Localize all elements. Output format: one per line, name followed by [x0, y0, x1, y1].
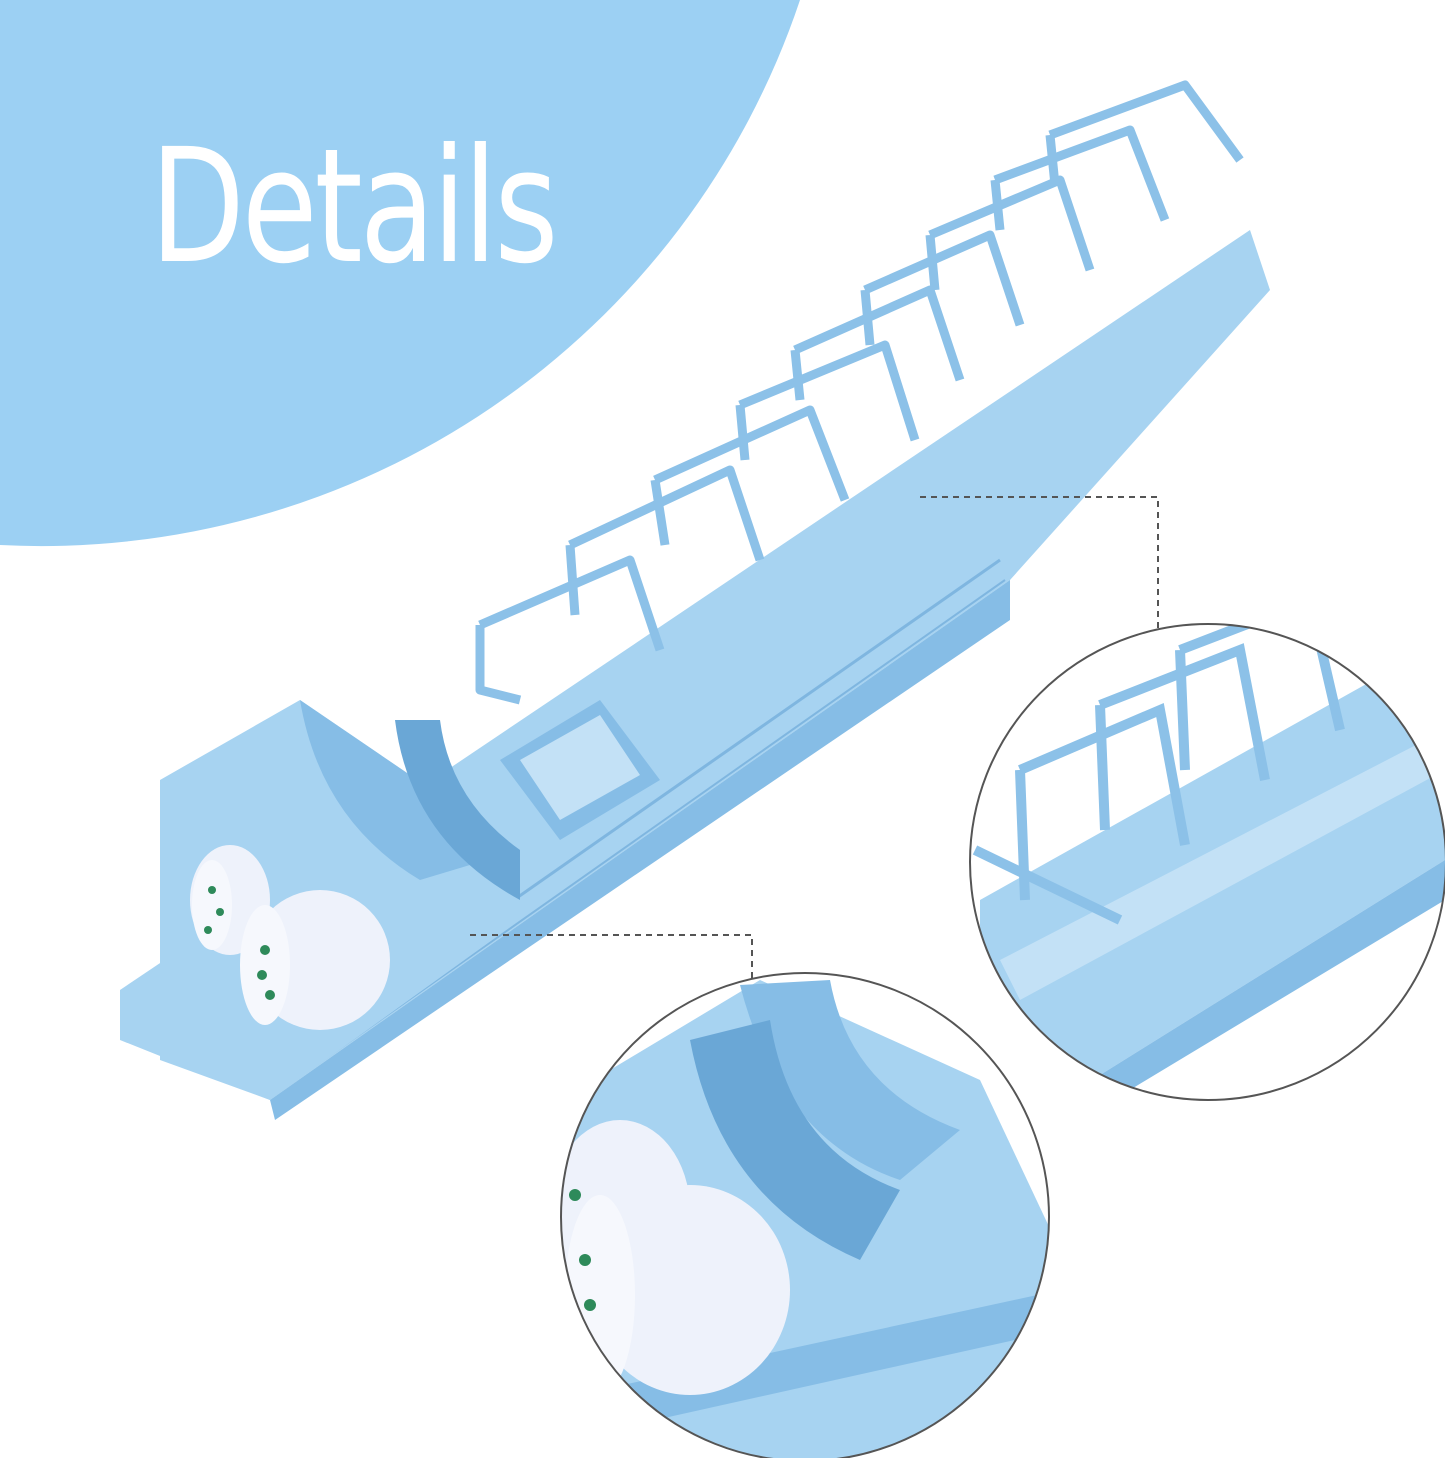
background-blob	[0, 0, 800, 547]
callout-lines	[470, 496, 1159, 978]
tape-roll-front	[240, 890, 390, 1030]
organizer-rack	[120, 80, 1270, 1120]
zoom-detail-slots	[969, 623, 1445, 1101]
details-heading: Details	[150, 115, 559, 299]
zoom-detail-tape-holder	[560, 972, 1050, 1458]
